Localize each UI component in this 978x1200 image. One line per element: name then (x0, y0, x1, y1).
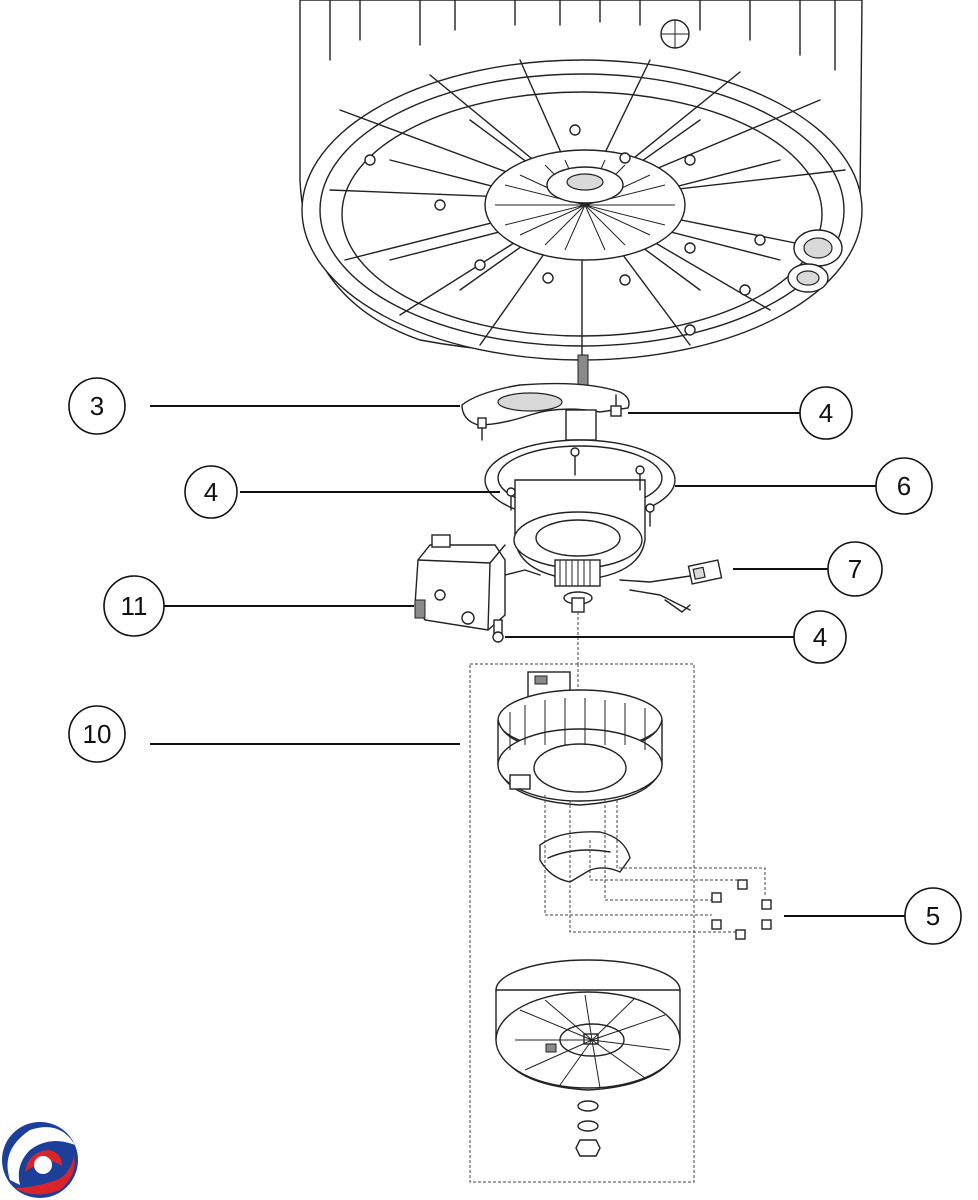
callout-label-10: 10 (83, 719, 112, 749)
motor-housing-part-6 (484, 439, 676, 613)
callout-4-upper: 4 (628, 386, 853, 440)
callout-11: 11 (103, 575, 414, 637)
brand-logo (2, 1122, 78, 1198)
bracket-part-3 (461, 382, 630, 441)
stator-kit-part-10 (469, 612, 772, 1183)
callout-4-left: 4 (184, 465, 500, 519)
wire-harness-part-7 (619, 559, 723, 613)
callout-label-4-lower: 4 (813, 622, 827, 652)
tub-assembly (299, 0, 863, 386)
callout-7: 7 (733, 541, 883, 597)
callout-label-3: 3 (90, 391, 104, 421)
actuator-part-11 (414, 534, 541, 643)
callout-10: 10 (68, 705, 460, 763)
callout-3: 3 (68, 377, 460, 435)
callout-label-6: 6 (897, 471, 911, 501)
callout-4-lower: 4 (505, 610, 847, 664)
callout-6: 6 (675, 457, 933, 515)
callout-label-11: 11 (121, 591, 148, 621)
callout-5: 5 (784, 887, 962, 945)
callout-label-5: 5 (926, 901, 940, 931)
callout-label-4-left: 4 (204, 477, 218, 507)
callout-label-4-upper: 4 (819, 398, 833, 428)
callout-label-7: 7 (848, 554, 862, 584)
